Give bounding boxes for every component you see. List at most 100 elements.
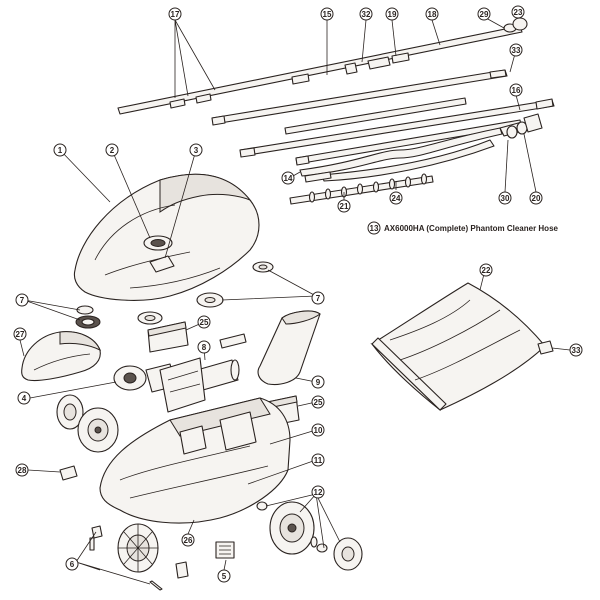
- left-wheel-upper: [56, 394, 84, 430]
- svg-text:6: 6: [70, 560, 75, 569]
- filter-bag: [370, 282, 554, 412]
- body-chassis: [99, 397, 291, 524]
- svg-text:19: 19: [388, 10, 397, 19]
- svg-text:8: 8: [202, 343, 207, 352]
- side-clip: [59, 465, 78, 481]
- svg-text:17: 17: [171, 10, 180, 19]
- svg-text:7: 7: [20, 296, 25, 305]
- svg-text:5: 5: [222, 572, 227, 581]
- svg-text:15: 15: [323, 10, 332, 19]
- svg-text:10: 10: [314, 426, 323, 435]
- callout-27: 27: [13, 327, 27, 341]
- svg-text:18: 18: [428, 10, 437, 19]
- svg-text:25: 25: [200, 318, 209, 327]
- small-bracket: [219, 333, 247, 349]
- callout-5: 5: [217, 569, 231, 583]
- svg-text:4: 4: [22, 394, 27, 403]
- svg-text:11: 11: [314, 456, 323, 465]
- svg-text:9: 9: [316, 378, 321, 387]
- intake-throat: [257, 310, 321, 386]
- callout-17: 17: [168, 7, 182, 21]
- callout-22: 22: [479, 263, 493, 277]
- svg-text:33: 33: [512, 46, 521, 55]
- callout-1: 1: [53, 143, 67, 157]
- rear-wheel-right: [269, 501, 315, 555]
- seal-ring-center: [137, 311, 163, 325]
- seal-ring-left-lower: [75, 315, 101, 329]
- callout-8: 8: [197, 340, 211, 354]
- callout-25-upper: 25: [197, 315, 211, 329]
- svg-text:29: 29: [480, 10, 489, 19]
- svg-text:28: 28: [18, 466, 27, 475]
- hose-section-3: [284, 97, 467, 135]
- hose-caption: AX6000HA (Complete) Phantom Cleaner Hose: [384, 224, 559, 233]
- callout-30: 30: [498, 191, 512, 205]
- hose-swivel-assembly: [299, 113, 543, 177]
- svg-text:12: 12: [314, 488, 323, 497]
- hub-cap-right: [333, 537, 363, 571]
- hose-section-upper: [117, 17, 528, 115]
- callout-14: 14: [281, 171, 295, 185]
- svg-text:26: 26: [184, 536, 193, 545]
- callout-15: 15: [320, 7, 334, 21]
- hose-section-2: [211, 69, 508, 126]
- svg-text:33: 33: [572, 346, 581, 355]
- callout-6: 6: [65, 557, 79, 571]
- callout-32: 33: [509, 43, 523, 57]
- left-wheel-lower: [77, 407, 119, 453]
- callout-12: 12: [311, 485, 325, 499]
- callout-10: 10: [311, 423, 325, 437]
- callout-20: 20: [529, 191, 543, 205]
- svg-text:32: 32: [362, 10, 371, 19]
- svg-text:20: 20: [532, 194, 541, 203]
- svg-text:14: 14: [284, 174, 293, 183]
- callout-19: 19: [385, 7, 399, 21]
- callout-9: 9: [311, 375, 325, 389]
- axle-pins-left: [89, 525, 189, 591]
- callout-13: 13: [367, 221, 381, 235]
- seal-ring-right-lower: [196, 292, 224, 308]
- svg-text:30: 30: [501, 194, 510, 203]
- svg-text:1: 1: [58, 146, 63, 155]
- hose-weight-elbow: [321, 139, 495, 182]
- svg-text:27: 27: [16, 330, 25, 339]
- svg-text:24: 24: [392, 194, 401, 203]
- callout-31: 32: [359, 7, 373, 21]
- callout-11: 11: [311, 453, 325, 467]
- callout-23: 23: [511, 5, 525, 19]
- strap-clip-upper: [147, 321, 189, 353]
- callout-24: 24: [389, 191, 403, 205]
- callout-3: 3: [189, 143, 203, 157]
- callout-16: 16: [509, 83, 523, 97]
- callout-33: 33: [569, 343, 583, 357]
- svg-text:3: 3: [194, 146, 199, 155]
- callout-7-right: 7: [311, 291, 325, 305]
- instruction-label: [215, 541, 235, 559]
- callout-29: 29: [477, 7, 491, 21]
- callout-4: 4: [17, 391, 31, 405]
- seal-ring-left-upper: [76, 305, 94, 315]
- gear-housing: [159, 357, 206, 413]
- hose-segment-weighted: [289, 173, 434, 205]
- hose-segment-14: [304, 171, 332, 183]
- svg-text:25: 25: [314, 398, 323, 407]
- svg-text:21: 21: [340, 202, 349, 211]
- callout-26: 26: [181, 533, 195, 547]
- callout-18: 18: [425, 7, 439, 21]
- top-cover: [73, 173, 260, 301]
- svg-text:23: 23: [514, 8, 523, 17]
- callout-28: 28: [15, 463, 29, 477]
- svg-text:7: 7: [316, 294, 321, 303]
- callout-25-lower: 25: [311, 395, 325, 409]
- svg-text:16: 16: [512, 86, 521, 95]
- svg-text:13: 13: [370, 224, 379, 233]
- seal-ring-right-upper: [252, 261, 274, 273]
- callout-7-left: 7: [15, 293, 29, 307]
- svg-text:2: 2: [110, 146, 115, 155]
- svg-text:22: 22: [482, 266, 491, 275]
- hose-section-4: [239, 98, 555, 158]
- front-bumper: [21, 331, 101, 382]
- callout-2: 2: [105, 143, 119, 157]
- callout-21: 21: [337, 199, 351, 213]
